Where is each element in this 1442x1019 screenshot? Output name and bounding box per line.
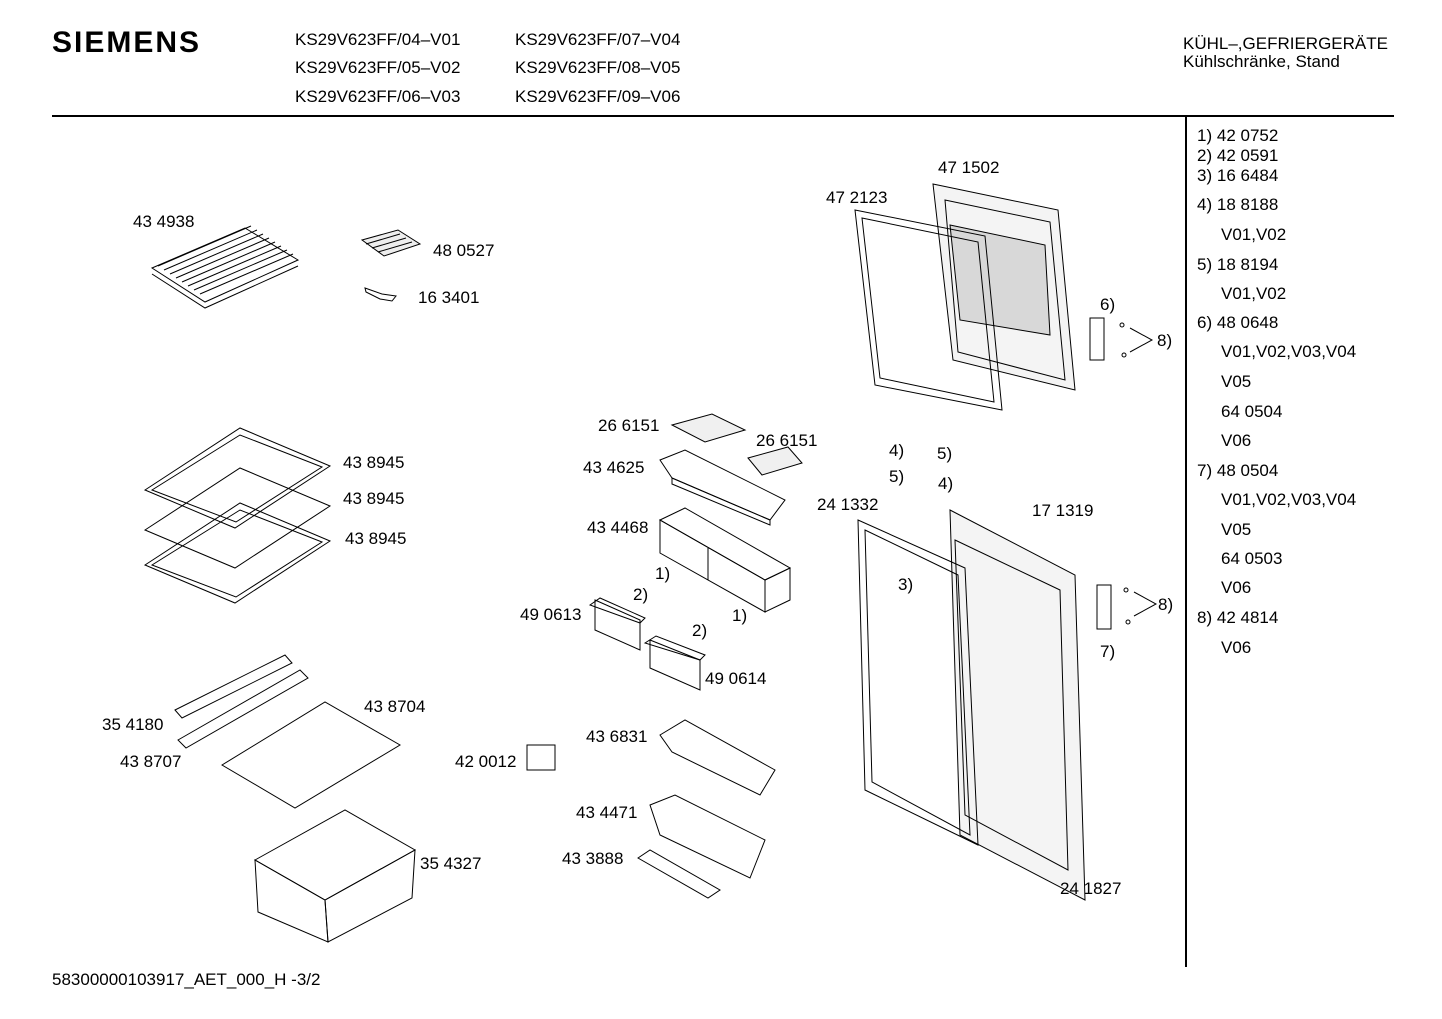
ref-label: 4) [889,441,905,460]
fridge-door [950,510,1085,900]
part-label: 47 2123 [826,188,888,207]
fridge-door-gasket [858,520,978,845]
part-label: 35 4327 [420,854,482,873]
legend-variant: V01,V02 [1221,284,1287,303]
part-label: 16 3401 [418,288,480,307]
freezer-door-gasket [855,210,1002,410]
model-number: KS29V623FF/06–V03 [295,87,461,106]
part-label: 43 4468 [587,518,649,537]
legend-variant: 64 0504 [1221,402,1283,421]
ref-label: 5) [889,467,905,486]
legend-item: 4) 18 8188 [1197,195,1279,214]
glass-shelf [145,428,330,603]
part-label: 43 4625 [583,458,645,477]
ref-label: 3) [898,575,914,594]
wire-shelf [152,226,298,308]
ice-scraper [365,288,396,301]
bottle-rail [638,850,720,898]
ref-label: 4) [938,474,954,493]
ref-label: 5) [937,444,953,463]
part-label: 43 8704 [364,697,426,716]
part-label: 24 1827 [1060,879,1122,898]
part-label: 48 0527 [433,241,495,260]
fan-cover [527,745,555,770]
legend-item: 3) 16 6484 [1197,166,1279,185]
legend-variant: 64 0503 [1221,549,1283,568]
legend-item: 7) 48 0504 [1197,461,1279,480]
legend-item: 5) 18 8194 [1197,255,1279,274]
small-drawer [590,598,645,650]
ref-label: 6) [1100,295,1116,314]
legend-variant: V01,V02,V03,V04 [1221,490,1357,509]
part-label: 43 8945 [343,489,405,508]
category-subtitle: Kühlschränke, Stand [1183,52,1340,71]
ice-tray [362,230,420,256]
legend-divider [1185,117,1187,967]
legend-variant: V05 [1221,520,1252,539]
legend-item: 8) 42 4814 [1197,608,1279,627]
model-number: KS29V623FF/04–V01 [295,30,461,49]
ref-label: 8) [1158,595,1174,614]
siemens-logo: SIEMENS [52,26,202,59]
part-label: 43 8945 [345,529,407,548]
header-divider [52,115,1394,117]
egg-tray [672,414,802,475]
freezer-door [933,184,1075,390]
part-label: 42 0012 [455,752,517,771]
ref-label: 2) [633,585,649,604]
category-title: KÜHL–,GEFRIERGERÄTE [1183,34,1388,53]
legend-variant: V05 [1221,372,1252,391]
model-number: KS29V623FF/09–V06 [515,87,681,106]
part-label: 43 6831 [586,727,648,746]
part-label: 26 6151 [756,431,818,450]
crisper-cover [222,702,400,808]
legend-item: 6) 48 0648 [1197,313,1279,332]
document-id: 58300000103917_AET_000_H -3/2 [52,970,321,989]
legend-variant: V06 [1221,578,1252,597]
ref-label: 2) [692,621,708,640]
crisper-drawer [255,810,415,942]
part-label: 43 8945 [343,453,405,472]
part-label: 35 4180 [102,715,164,734]
crisper-rail [175,655,308,748]
legend-variant: V01,V02,V03,V04 [1221,342,1357,361]
legend-item: 1) 42 0752 [1197,126,1279,145]
model-number: KS29V623FF/08–V05 [515,58,681,77]
part-label: 43 4938 [133,212,195,231]
ref-label: 1) [655,564,671,583]
legend-variant: V06 [1221,638,1252,657]
part-label: 26 6151 [598,416,660,435]
part-label: 43 4471 [576,803,638,822]
ref-label: 7) [1100,642,1116,661]
door-bin [660,720,775,795]
part-label: 17 1319 [1032,501,1094,520]
part-label: 49 0614 [705,669,767,688]
legend-variant: V01,V02 [1221,225,1287,244]
drawer-frame [660,508,790,612]
part-label: 43 8707 [120,752,182,771]
ref-label: 1) [732,606,748,625]
model-number: KS29V623FF/05–V02 [295,58,461,77]
door-bin [650,795,765,878]
model-number: KS29V623FF/07–V04 [515,30,681,49]
part-label: 47 1502 [938,158,1000,177]
part-label: 43 3888 [562,849,624,868]
legend-item: 2) 42 0591 [1197,146,1279,165]
legend-variant: V06 [1221,431,1252,450]
door-bin [660,450,785,525]
part-label: 49 0613 [520,605,582,624]
part-label: 24 1332 [817,495,879,514]
hinge-bottom [1097,585,1156,629]
ref-label: 8) [1157,331,1173,350]
small-drawer [645,636,705,690]
hinge-top [1090,318,1152,360]
